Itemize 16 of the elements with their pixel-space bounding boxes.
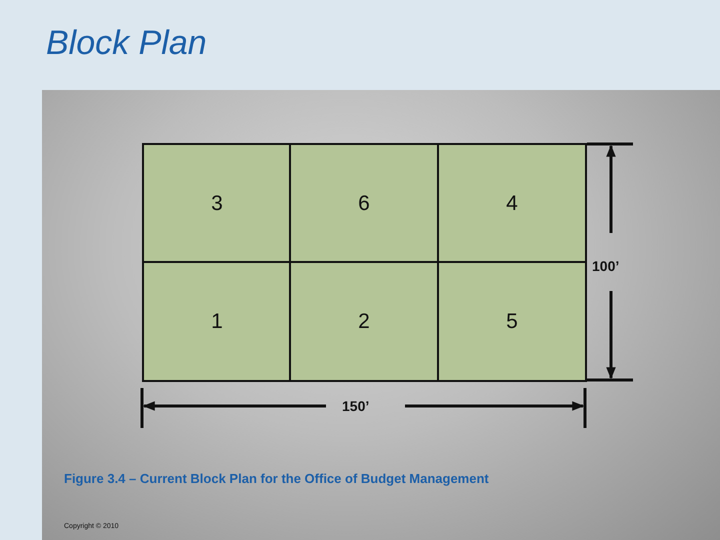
block-number: 6 <box>358 192 370 216</box>
block-number: 1 <box>211 310 223 334</box>
block-number: 4 <box>506 192 518 216</box>
block-number: 2 <box>358 310 370 334</box>
dimension-label: 150’ <box>342 398 370 414</box>
block-number: 3 <box>211 192 223 216</box>
block-cell <box>289 261 439 382</box>
block-number: 5 <box>506 310 518 334</box>
block-cell <box>142 261 292 382</box>
block-cell <box>437 261 587 382</box>
figure-caption: Figure 3.4 – Current Block Plan for the Office of Budget Management <box>64 471 489 486</box>
block-cell <box>437 143 587 264</box>
block-cell <box>289 143 439 264</box>
dimension-label: 100’ <box>592 258 620 274</box>
slide-title: Block Plan <box>46 24 207 63</box>
block-cell <box>142 143 292 264</box>
